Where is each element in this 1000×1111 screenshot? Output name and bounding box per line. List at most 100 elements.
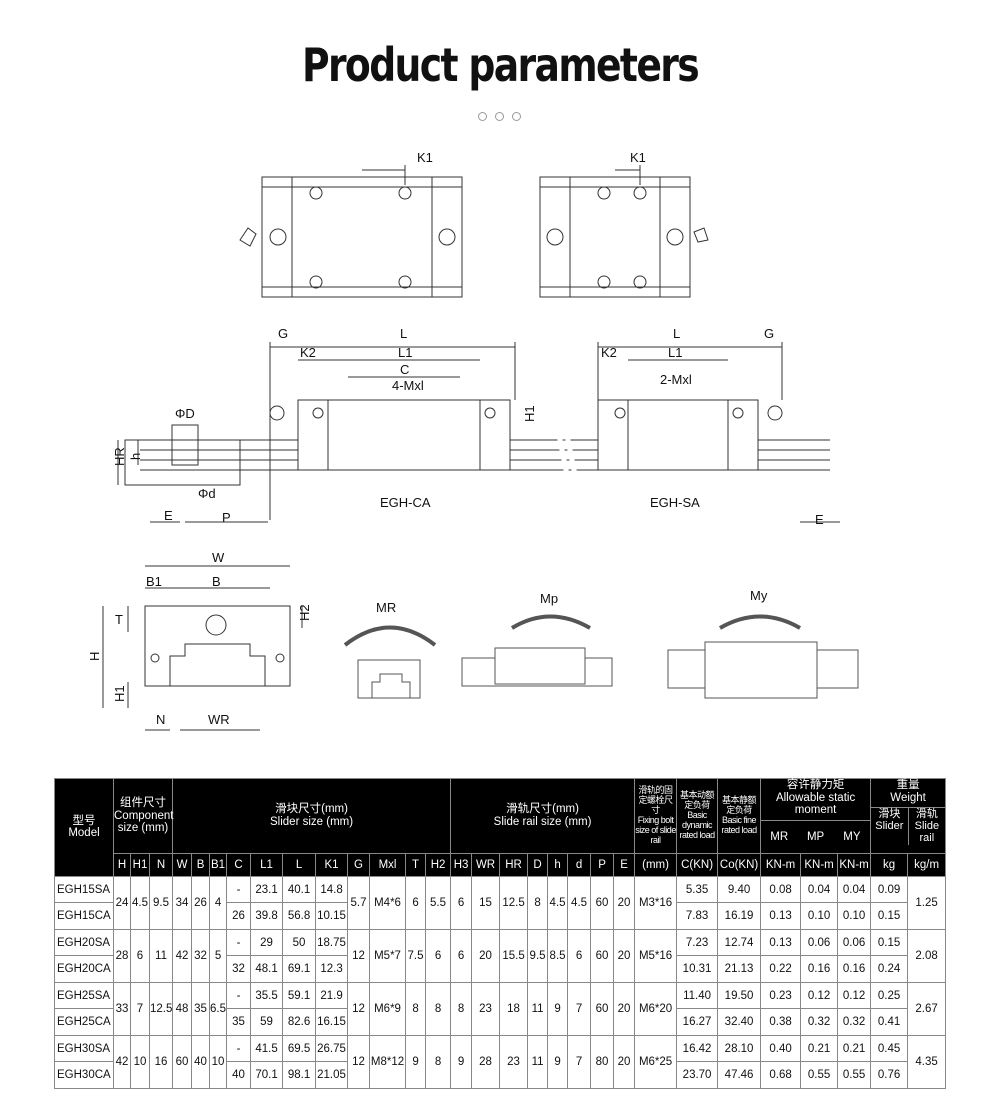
table-cell: 12.74 [717, 928, 762, 957]
column-header: KN-m [800, 852, 839, 877]
table-cell: 0.68 [760, 1061, 802, 1089]
table-cell: 48 [172, 981, 193, 1036]
table-cell: 4.5 [567, 875, 592, 930]
table-cell: 20 [613, 928, 636, 983]
table-cell: 0.16 [837, 955, 872, 983]
table-cell: 4 [209, 875, 228, 930]
4-mxl-label: 4-Mxl [392, 378, 424, 393]
table-cell: 0.04 [837, 875, 872, 904]
table-cell: 11 [148, 928, 174, 983]
table-cell: 60 [590, 928, 615, 983]
table-cell: 69.5 [282, 1034, 317, 1063]
table-cell: 6 [567, 928, 592, 983]
table-cell: 32 [191, 928, 211, 983]
table-cell: M8*12 [369, 1034, 407, 1089]
phi-d-label: ΦD [175, 406, 195, 421]
column-header: E [613, 852, 636, 877]
table-cell: 9.5 [527, 928, 549, 983]
table-cell: 42 [172, 928, 193, 983]
table-cell: 10.15 [315, 902, 349, 930]
table-cell: 9 [547, 1034, 569, 1089]
decorative-dots [478, 112, 521, 121]
table-cell: 0.23 [760, 981, 802, 1010]
table-cell: 28 [471, 1034, 501, 1089]
hr-label: HR [112, 447, 127, 466]
table-cell: 20 [471, 928, 501, 983]
table-cell: 6 [425, 928, 452, 983]
phi-small-d-label: Φd [198, 486, 216, 501]
column-header: P [590, 852, 615, 877]
t-label: T [115, 612, 123, 627]
table-cell: 6.5 [209, 981, 228, 1036]
table-cell: 6 [450, 928, 473, 983]
side-view: G L K2 L1 C 4-Mxl H1 ΦD Φd HR h E P EGH-… [112, 326, 840, 527]
table-cell: 10 [130, 1034, 150, 1089]
table-cell: 39.8 [250, 902, 284, 930]
table-cell: 0.13 [760, 902, 802, 930]
mp-label: Mp [540, 591, 558, 606]
table-cell: 11.40 [676, 981, 719, 1010]
table-cell: 60 [590, 981, 615, 1036]
table-cell: 8 [450, 981, 473, 1036]
column-header: Co(KN) [717, 852, 762, 877]
h-label: h [128, 453, 143, 460]
table-cell: 0.08 [760, 875, 802, 904]
column-header: Mxl [369, 852, 407, 877]
table-cell: 1.25 [907, 875, 947, 930]
table-cell: 2.67 [907, 981, 947, 1036]
p-label: P [222, 510, 231, 525]
table-cell: 11 [527, 1034, 549, 1089]
column-header: H [113, 852, 131, 877]
table-cell: M4*6 [369, 875, 407, 930]
table-cell: 0.22 [760, 955, 802, 983]
table-cell: 0.25 [870, 981, 909, 1010]
table-cell: 6 [405, 875, 427, 930]
k2-label-ca: K2 [300, 345, 316, 360]
table-cell: 4.5 [547, 875, 569, 930]
column-header: kg [870, 852, 909, 877]
table-cell: 70.1 [250, 1061, 284, 1089]
2-mxl-label: 2-Mxl [660, 372, 692, 387]
table-cell: 4.35 [907, 1034, 947, 1089]
column-header: L [282, 852, 317, 877]
header-slider: 滑块尺寸(mm)Slider size (mm) [172, 778, 452, 854]
top-view-ca: K1 [239, 150, 463, 298]
column-header: d [567, 852, 592, 877]
table-cell: 8.5 [547, 928, 569, 983]
table-cell: 7.23 [676, 928, 719, 957]
h1-section-label: H1 [112, 685, 127, 702]
table-cell: - [226, 928, 252, 957]
table-cell: 59 [250, 1008, 284, 1036]
table-cell: 26 [191, 875, 211, 930]
k1-label-sa: K1 [630, 150, 646, 165]
table-cell: EGH30CA [54, 1061, 114, 1089]
table-cell: 14.8 [315, 875, 349, 904]
table-cell: 28.10 [717, 1034, 762, 1063]
table-cell: EGH25CA [54, 1008, 114, 1036]
n-label: N [156, 712, 165, 727]
egh-ca-label: EGH-CA [380, 495, 431, 510]
table-cell: 32.40 [717, 1008, 762, 1036]
table-cell: 2.08 [907, 928, 947, 983]
header-rail: 滑轨尺寸(mm)Slide rail size (mm) [450, 778, 636, 854]
table-cell: EGH15CA [54, 902, 114, 930]
table-cell: 6 [450, 875, 473, 930]
top-view-sa: K1 [539, 150, 709, 298]
table-cell: 0.76 [870, 1061, 909, 1089]
table-cell: 35.5 [250, 981, 284, 1010]
table-cell: 7 [567, 981, 592, 1036]
table-cell: 7 [130, 981, 150, 1036]
table-cell: 21.9 [315, 981, 349, 1010]
column-header: K1 [315, 852, 349, 877]
k1-label: K1 [417, 150, 433, 165]
table-cell: 18.75 [315, 928, 349, 957]
